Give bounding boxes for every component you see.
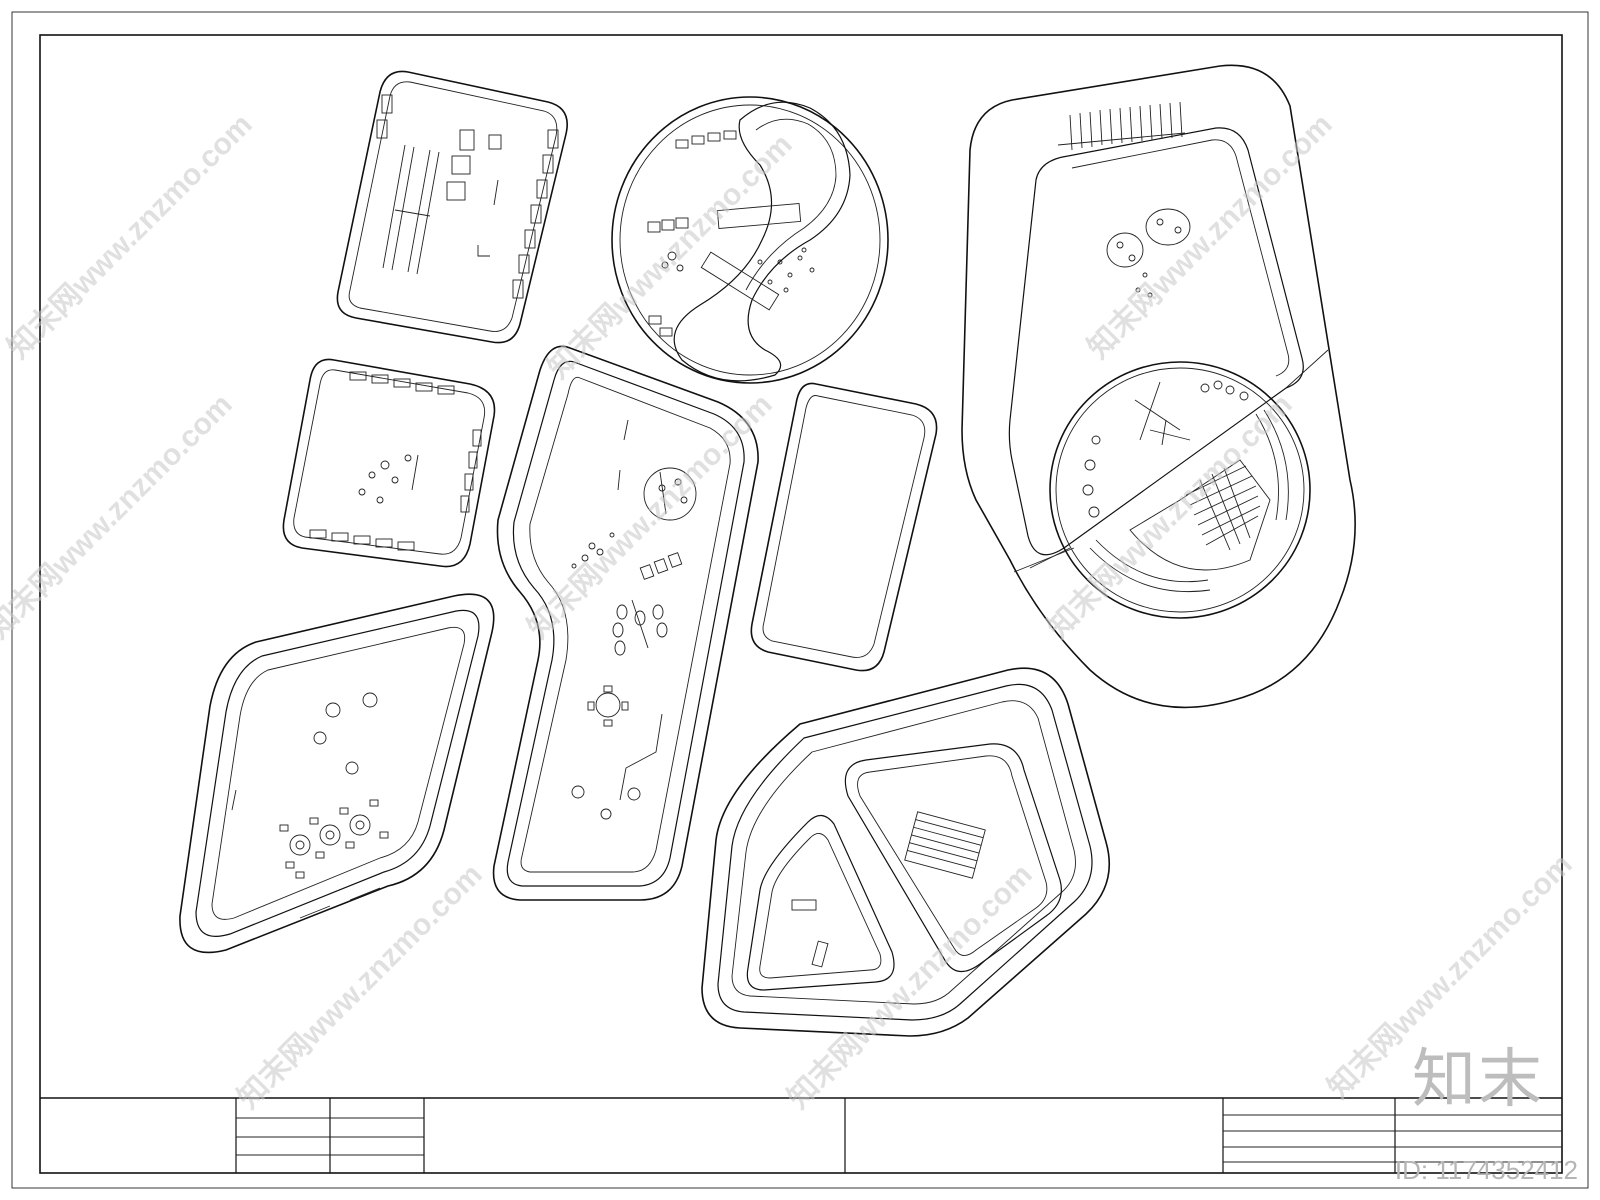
watermark-text: 知末网www.znzmo.com bbox=[522, 388, 779, 645]
drawing-frame bbox=[39, 34, 1563, 1174]
watermark-layer: 知末网www.znzmo.com 知末网www.znzmo.com 知末网www… bbox=[0, 108, 1579, 1115]
plaza-area-4 bbox=[492, 345, 759, 901]
plaza-area-3 bbox=[282, 358, 496, 568]
plaza-area-1 bbox=[336, 70, 568, 344]
watermark-text: 知末网www.znzmo.com bbox=[1042, 388, 1299, 645]
watermark-logo: 知末 bbox=[1412, 1043, 1544, 1117]
plaza-area-2 bbox=[611, 96, 889, 384]
watermark-id: ID: 1174352412 bbox=[1394, 1155, 1578, 1185]
watermark-text: 知末网www.znzmo.com bbox=[0, 388, 239, 645]
outer-sheet-border bbox=[11, 11, 1589, 1189]
plaza-area-6 bbox=[179, 593, 495, 954]
plaza-area-5 bbox=[750, 382, 938, 672]
title-block bbox=[40, 1097, 1562, 1173]
plaza-area-7 bbox=[701, 667, 1111, 1037]
plaza-area-8 bbox=[961, 64, 1356, 709]
